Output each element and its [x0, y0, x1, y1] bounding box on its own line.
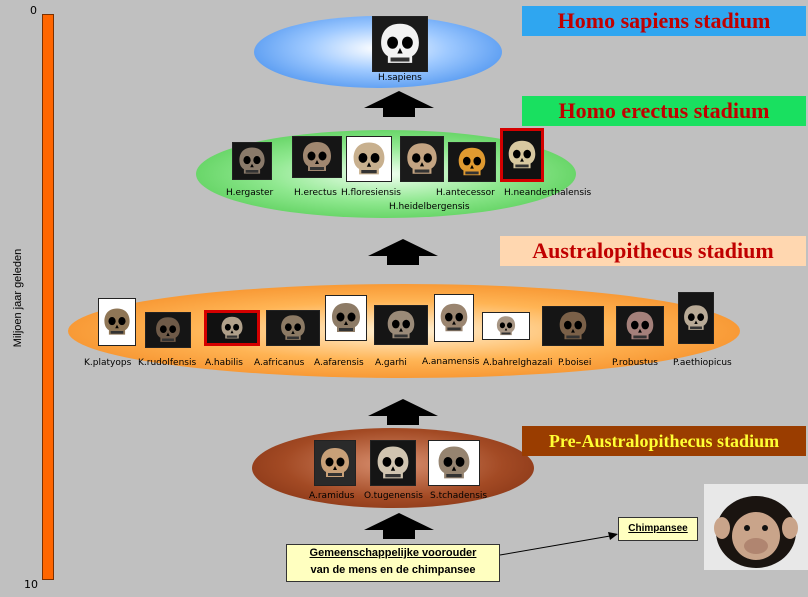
p-robustus-skull-image — [616, 306, 664, 346]
a-anamensis-jaw-image — [434, 294, 474, 342]
species-label: H.erectus — [294, 188, 337, 198]
s-tchadensis-skull-image — [428, 440, 480, 486]
h-ergaster-skull-image — [232, 142, 272, 180]
species-label: P.robustus — [612, 358, 658, 368]
up-arrow-icon — [367, 238, 439, 266]
species-label: H.antecessor — [436, 188, 495, 198]
species-label: P.aethiopicus — [673, 358, 732, 368]
species-label: K.rudolfensis — [138, 358, 197, 368]
species-label: A.garhi — [375, 358, 407, 368]
species-label: A.africanus — [254, 358, 305, 368]
species-label: K.platyops — [84, 358, 132, 368]
k-platyops-skull-image — [98, 298, 136, 346]
p-aethiopicus-skull-image — [678, 292, 714, 344]
species-label: O.tugenensis — [364, 491, 423, 501]
stage-label-erectus: Homo erectus stadium — [522, 96, 806, 126]
common-ancestor-line1: Gemeenschappelijke voorouder — [309, 547, 477, 559]
species-label: P.boisei — [558, 358, 592, 368]
h-sapiens-skull-image — [372, 16, 428, 72]
species-label: H.neanderthalensis — [504, 188, 592, 198]
species-label: H.ergaster — [226, 188, 274, 198]
connector-arrow-icon — [499, 532, 618, 556]
common-ancestor-box: Gemeenschappelijke voorouder van de mens… — [286, 544, 500, 582]
up-arrow-icon — [363, 512, 435, 540]
a-africanus-skull-image — [266, 310, 320, 346]
time-tick-top: 0 — [30, 4, 37, 17]
species-label: H.floresiensis — [341, 188, 401, 198]
h-erectus-skull-image — [292, 136, 342, 178]
stage-label-australopithecus: Australopithecus stadium — [500, 236, 806, 266]
a-afarensis-skull-image — [325, 295, 367, 341]
o-tugenensis-fossil-image — [370, 440, 416, 486]
species-label: A.afarensis — [314, 358, 364, 368]
species-label: S.tchadensis — [430, 491, 488, 501]
chimpanzee-photo — [704, 484, 808, 570]
a-ramidus-fossil-image — [314, 440, 356, 486]
species-label: A.habilis — [205, 358, 243, 368]
h-floresiensis-skull-image — [346, 136, 392, 182]
up-arrow-icon — [367, 398, 439, 426]
a-bahrelghazali-jaw-image — [482, 312, 530, 340]
chimpanzee-label-box: Chimpansee — [618, 517, 698, 541]
common-ancestor-line2: van de mens en de chimpansee — [310, 564, 476, 576]
species-label: A.anamensis — [422, 357, 480, 367]
time-tick-bottom: 10 — [24, 578, 38, 591]
species-label: A.bahrelghazali — [483, 358, 553, 368]
stage-label-pre-australopithecus: Pre-Australopithecus stadium — [522, 426, 806, 456]
species-label: H.heidelbergensis — [389, 202, 470, 212]
species-label: A.ramidus — [309, 491, 355, 501]
stage-label-sapiens: Homo sapiens stadium — [522, 6, 806, 36]
h-neanderthalensis-skull-image — [500, 128, 544, 182]
p-boisei-skull-image — [542, 306, 604, 346]
species-label: H.sapiens — [378, 73, 422, 83]
time-axis-label: Miljoen jaar geleden — [12, 248, 24, 348]
h-antecessor-fossil-image — [448, 142, 496, 182]
k-rudolfensis-skull-image — [145, 312, 191, 348]
h-heidelbergensis-skull-image — [400, 136, 444, 182]
a-habilis-skull-image — [204, 310, 260, 346]
a-garhi-skull-image — [374, 305, 428, 345]
time-scale-bar — [42, 14, 54, 580]
up-arrow-icon — [363, 90, 435, 118]
